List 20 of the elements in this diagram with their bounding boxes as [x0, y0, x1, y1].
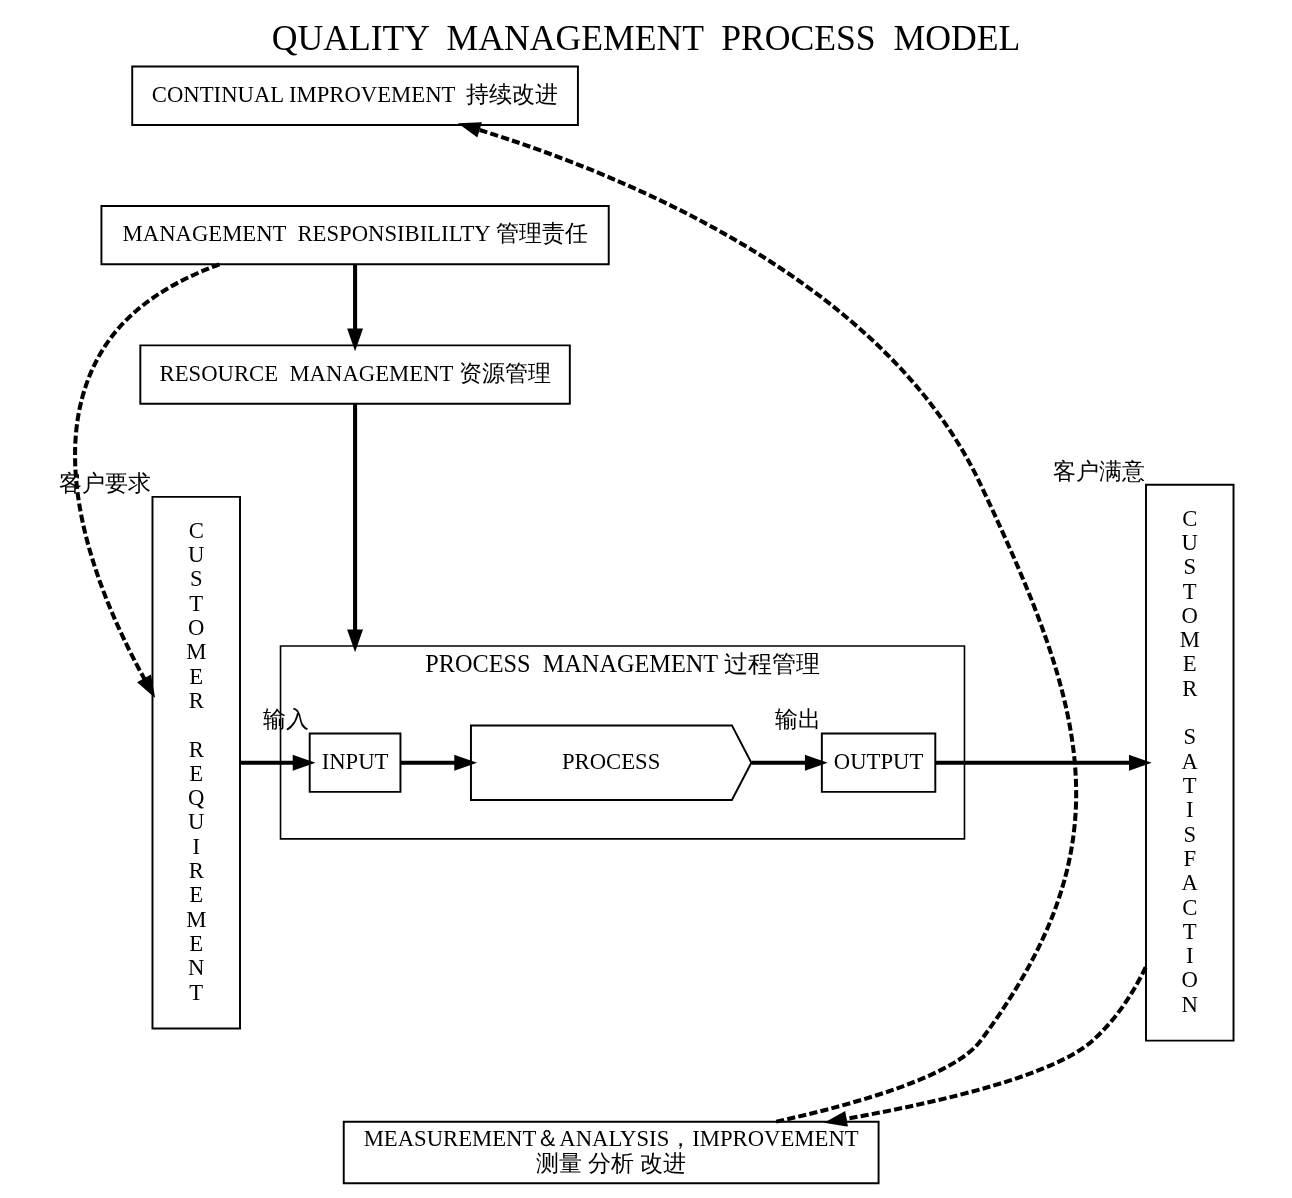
node-label: 客户满意: [1053, 458, 1145, 484]
node-box: RESOURCE MANAGEMENT 资源管理: [139, 344, 571, 405]
arrow: [457, 122, 1078, 1124]
node-box: CONTINUAL IMPROVEMENT 持续改进: [131, 65, 579, 126]
arrow: [935, 754, 1152, 771]
node-box: CUSTOMER REQUIREMENT: [151, 495, 241, 1030]
node-box: MANAGEMENT RESPONSIBILILTY 管理责任: [100, 205, 610, 266]
arrow: [824, 966, 1148, 1127]
node-box: CUSTOMER SATISFACTION: [1145, 483, 1235, 1042]
arrow: [347, 264, 364, 352]
diagram-title: QUALITY MANAGEMENT PROCESS MODEL: [271, 17, 1021, 58]
node-box: OUTPUT: [820, 732, 937, 793]
arrow: [73, 262, 221, 699]
node-box: MEASUREMENT＆ANALYSIS，IMPROVEMENT 测量 分析 改进: [342, 1120, 880, 1185]
node-label: 输出: [775, 707, 822, 733]
arrow: [751, 754, 828, 771]
node-box: INPUT: [308, 732, 402, 793]
arrow: [347, 403, 364, 653]
arrow: [400, 754, 478, 771]
arrow: [240, 754, 316, 771]
